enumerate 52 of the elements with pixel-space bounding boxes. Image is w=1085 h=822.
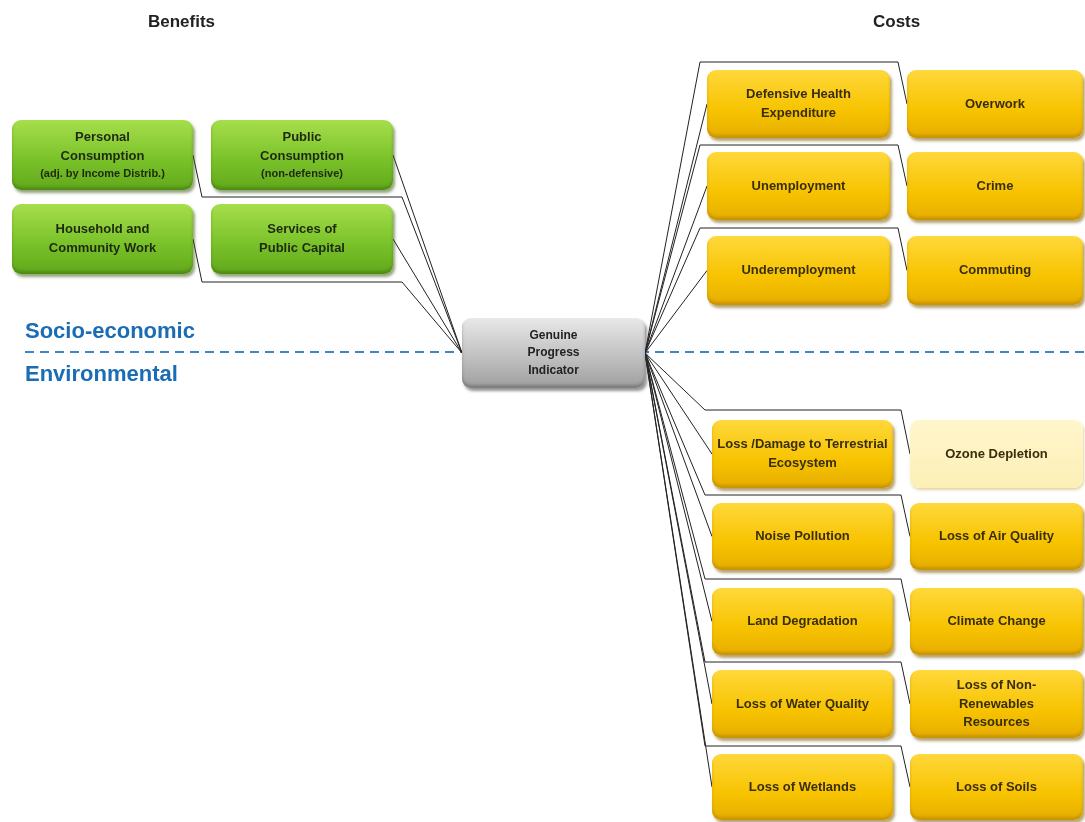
cost-box xyxy=(910,588,1083,655)
box-label: Loss of Wetlands xyxy=(748,777,857,796)
cost-box xyxy=(910,670,1083,738)
box-label: Loss /Damage to Terrestrial Ecosystem xyxy=(716,435,889,472)
benefit-box xyxy=(211,204,393,274)
box-label: Services of Public Capital xyxy=(258,220,346,257)
cost-box xyxy=(910,503,1083,570)
column-heading: Benefits xyxy=(148,12,216,32)
box-label: Ozone Depletion xyxy=(945,444,1048,463)
connector-line xyxy=(644,227,908,354)
box-label: Loss of Air Quality xyxy=(938,527,1055,546)
indicator-box xyxy=(462,318,645,388)
cost-box xyxy=(712,588,893,655)
section-label: Socio-economic xyxy=(25,318,195,344)
box-label: Genuine Progress Indicator xyxy=(526,326,581,379)
box-label: Public Consumption xyxy=(259,128,345,166)
connector-line xyxy=(644,270,708,354)
cost-box xyxy=(910,420,1083,488)
cost-box xyxy=(707,236,890,305)
connector-line xyxy=(392,238,463,354)
box-label: Loss of Non-Renewables Resources xyxy=(955,675,1038,732)
box-label: Commuting xyxy=(958,261,1032,280)
box-label: Household and Community Work xyxy=(47,220,158,257)
section-label: Environmental xyxy=(25,361,178,387)
cost-box xyxy=(910,754,1083,820)
box-label: Land Degradation xyxy=(747,612,858,631)
cost-box xyxy=(712,420,893,488)
box-label: Overwork xyxy=(965,94,1025,113)
box-label: Personal Consumption xyxy=(59,128,146,166)
cost-box xyxy=(707,152,890,220)
cost-box xyxy=(712,670,893,738)
benefit-box xyxy=(12,120,193,190)
cost-box xyxy=(907,236,1083,305)
cost-box xyxy=(907,70,1083,138)
box-label: Underemployment xyxy=(741,261,856,280)
box-label: Climate Change xyxy=(947,612,1046,631)
benefit-box xyxy=(12,204,193,274)
connector-line xyxy=(644,352,911,537)
box-label: Defensive Health Expenditure xyxy=(745,85,852,122)
column-heading: Costs xyxy=(873,12,921,32)
cost-box xyxy=(907,152,1083,220)
cost-box xyxy=(712,754,893,820)
box-label: Loss of Water Quality xyxy=(735,694,870,713)
box-label: Loss of Soils xyxy=(956,777,1037,796)
box-label: Unemployment xyxy=(751,176,846,195)
box-label: (adj. by Income Distrib.) xyxy=(40,165,165,181)
cost-box xyxy=(707,70,890,138)
cost-box xyxy=(712,503,893,570)
box-label: Crime xyxy=(976,176,1014,195)
box-label: Noise Pollution xyxy=(755,527,850,546)
benefit-box xyxy=(211,120,393,190)
box-label: (non-defensive) xyxy=(261,165,343,181)
